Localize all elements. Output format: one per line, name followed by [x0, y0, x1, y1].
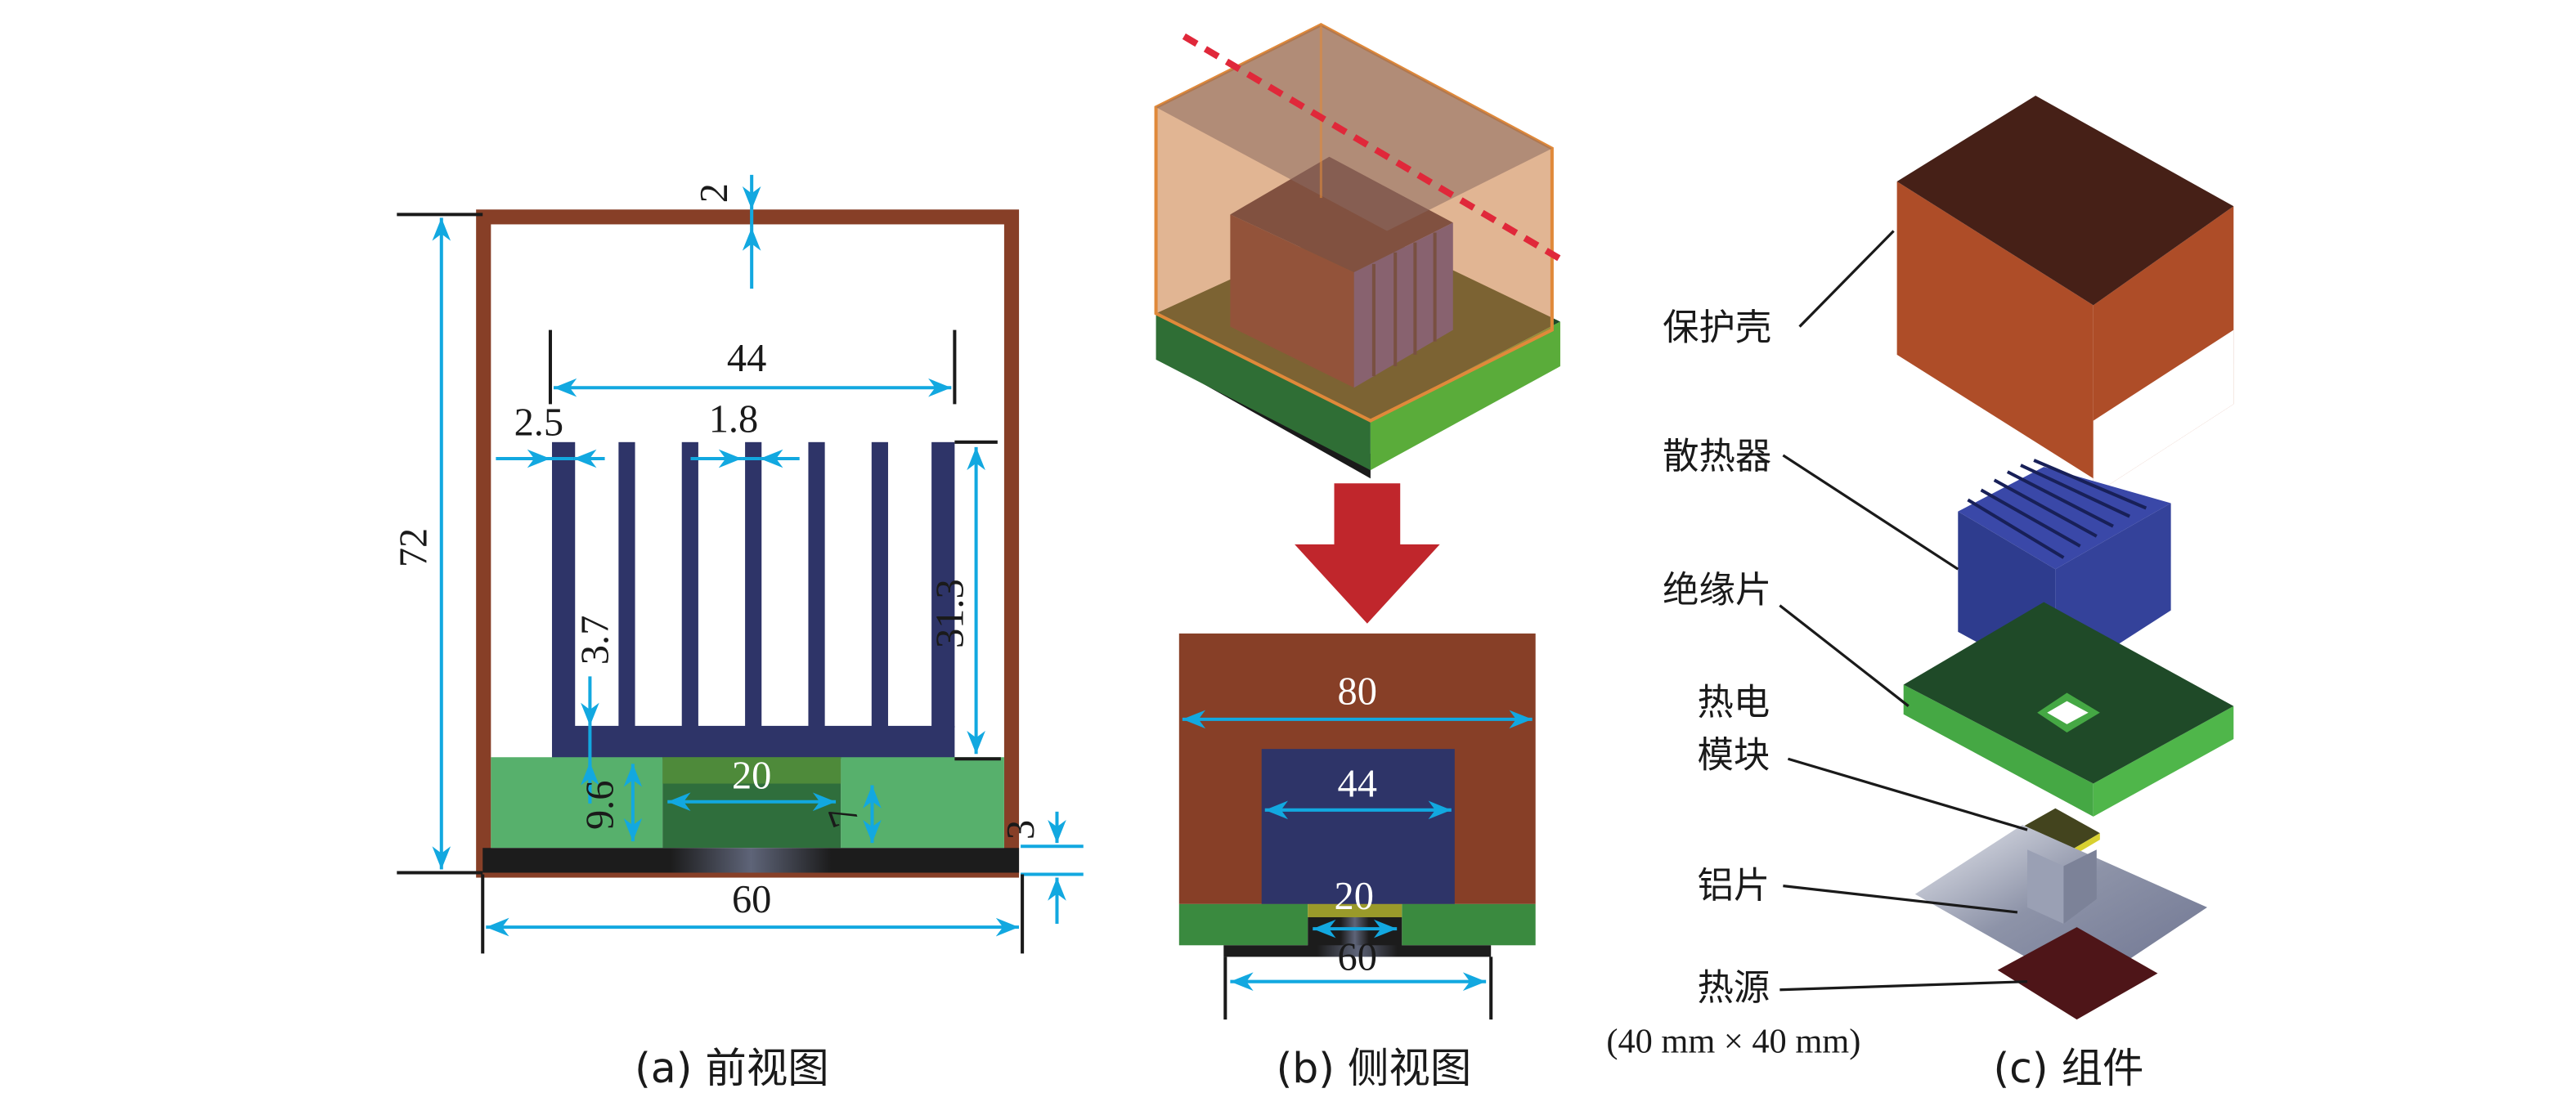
- module-section: [1308, 903, 1402, 917]
- dim-label-31-3: 31.3: [928, 579, 972, 648]
- label-heat-source: 热源: [1697, 967, 1770, 1009]
- label-shell: 保护壳: [1663, 307, 1771, 349]
- dim-label-60: 60: [732, 878, 771, 921]
- dim-label-44-side: 44: [1338, 763, 1377, 806]
- dim-label-2: 2: [693, 183, 736, 203]
- heatsink-fin: [681, 441, 698, 728]
- section-view: 80 44 20 60: [1178, 633, 1536, 1020]
- insulator-3d: [1903, 602, 2234, 817]
- dim-label-80: 80: [1338, 670, 1377, 714]
- leader-shell: [1798, 230, 1895, 328]
- heatsink-fin: [808, 441, 825, 728]
- side-view-panel: 80 44 20 60 (b) 侧视图: [1154, 22, 1563, 1092]
- dim-label-3-7: 3.7: [574, 616, 617, 665]
- heatsink-section: [1261, 749, 1455, 904]
- insulator-section-left: [1178, 903, 1308, 946]
- dim-label-44: 44: [727, 337, 766, 380]
- dim-label-20-side: 20: [1335, 875, 1374, 918]
- leader-insulator: [1779, 604, 1910, 707]
- insulator-right-3d: [1370, 321, 1560, 471]
- components-panel: 保护壳 散热器 绝缘片 热电 模块 铝片 热源 (40 mm × 40 mm) …: [1606, 96, 2234, 1092]
- label-te-module-line2: 模块: [1697, 734, 1770, 776]
- heatsink-fin: [745, 441, 762, 728]
- caption-front-view: (a) 前视图: [635, 1044, 829, 1092]
- aluminum-plate-front: [482, 848, 1020, 873]
- leader-heatsink: [1782, 454, 1959, 571]
- insulator-right: [841, 757, 1004, 849]
- protective-shell-3d: [1896, 96, 2234, 495]
- heat-source-3d: [1997, 927, 2158, 1020]
- dim-label-2-5: 2.5: [514, 401, 564, 445]
- module-top-layer: [662, 757, 841, 784]
- heatsink-fin: [618, 441, 635, 728]
- heatsink-base: [551, 725, 955, 759]
- dim-label-72: 72: [393, 528, 436, 567]
- label-te-module-line1: 热电: [1697, 682, 1770, 723]
- leader-te-module: [1787, 757, 2028, 831]
- caption-components: (c) 组件: [1993, 1044, 2143, 1092]
- down-arrow-icon: [1295, 483, 1440, 624]
- isometric-assembly: [1154, 22, 1563, 479]
- dim-label-20: 20: [732, 755, 771, 798]
- dim-label-9-6: 9.6: [579, 781, 622, 831]
- front-view-panel: 72 2 44 2.5 1.8 31.3 3.7 9.6: [393, 174, 1084, 1092]
- heatsink-front: [551, 441, 955, 759]
- leader-aluminum: [1783, 885, 2018, 914]
- leader-heat-source: [1779, 980, 2028, 992]
- insulator-left: [491, 757, 663, 849]
- dim-label-1-8: 1.8: [709, 398, 759, 441]
- heatsink-fin: [871, 441, 888, 728]
- label-insulator: 绝缘片: [1663, 570, 1771, 611]
- caption-side-view: (b) 侧视图: [1277, 1044, 1472, 1092]
- label-heatsink: 散热器: [1663, 436, 1771, 477]
- heatsink-fin: [931, 441, 955, 728]
- aluminum-section: [1223, 945, 1492, 957]
- dim-label-60-side: 60: [1338, 936, 1377, 979]
- insulator-section-right: [1402, 903, 1536, 946]
- aluminum-plate-3d-component: [1914, 824, 2208, 990]
- heatsink-fin: [551, 441, 576, 728]
- heat-source-size-note: (40 mm × 40 mm): [1606, 1022, 1860, 1060]
- insulator-left-3d: [1156, 313, 1371, 471]
- label-aluminum: 铝片: [1697, 865, 1770, 907]
- dim-label-3: 3: [999, 820, 1043, 840]
